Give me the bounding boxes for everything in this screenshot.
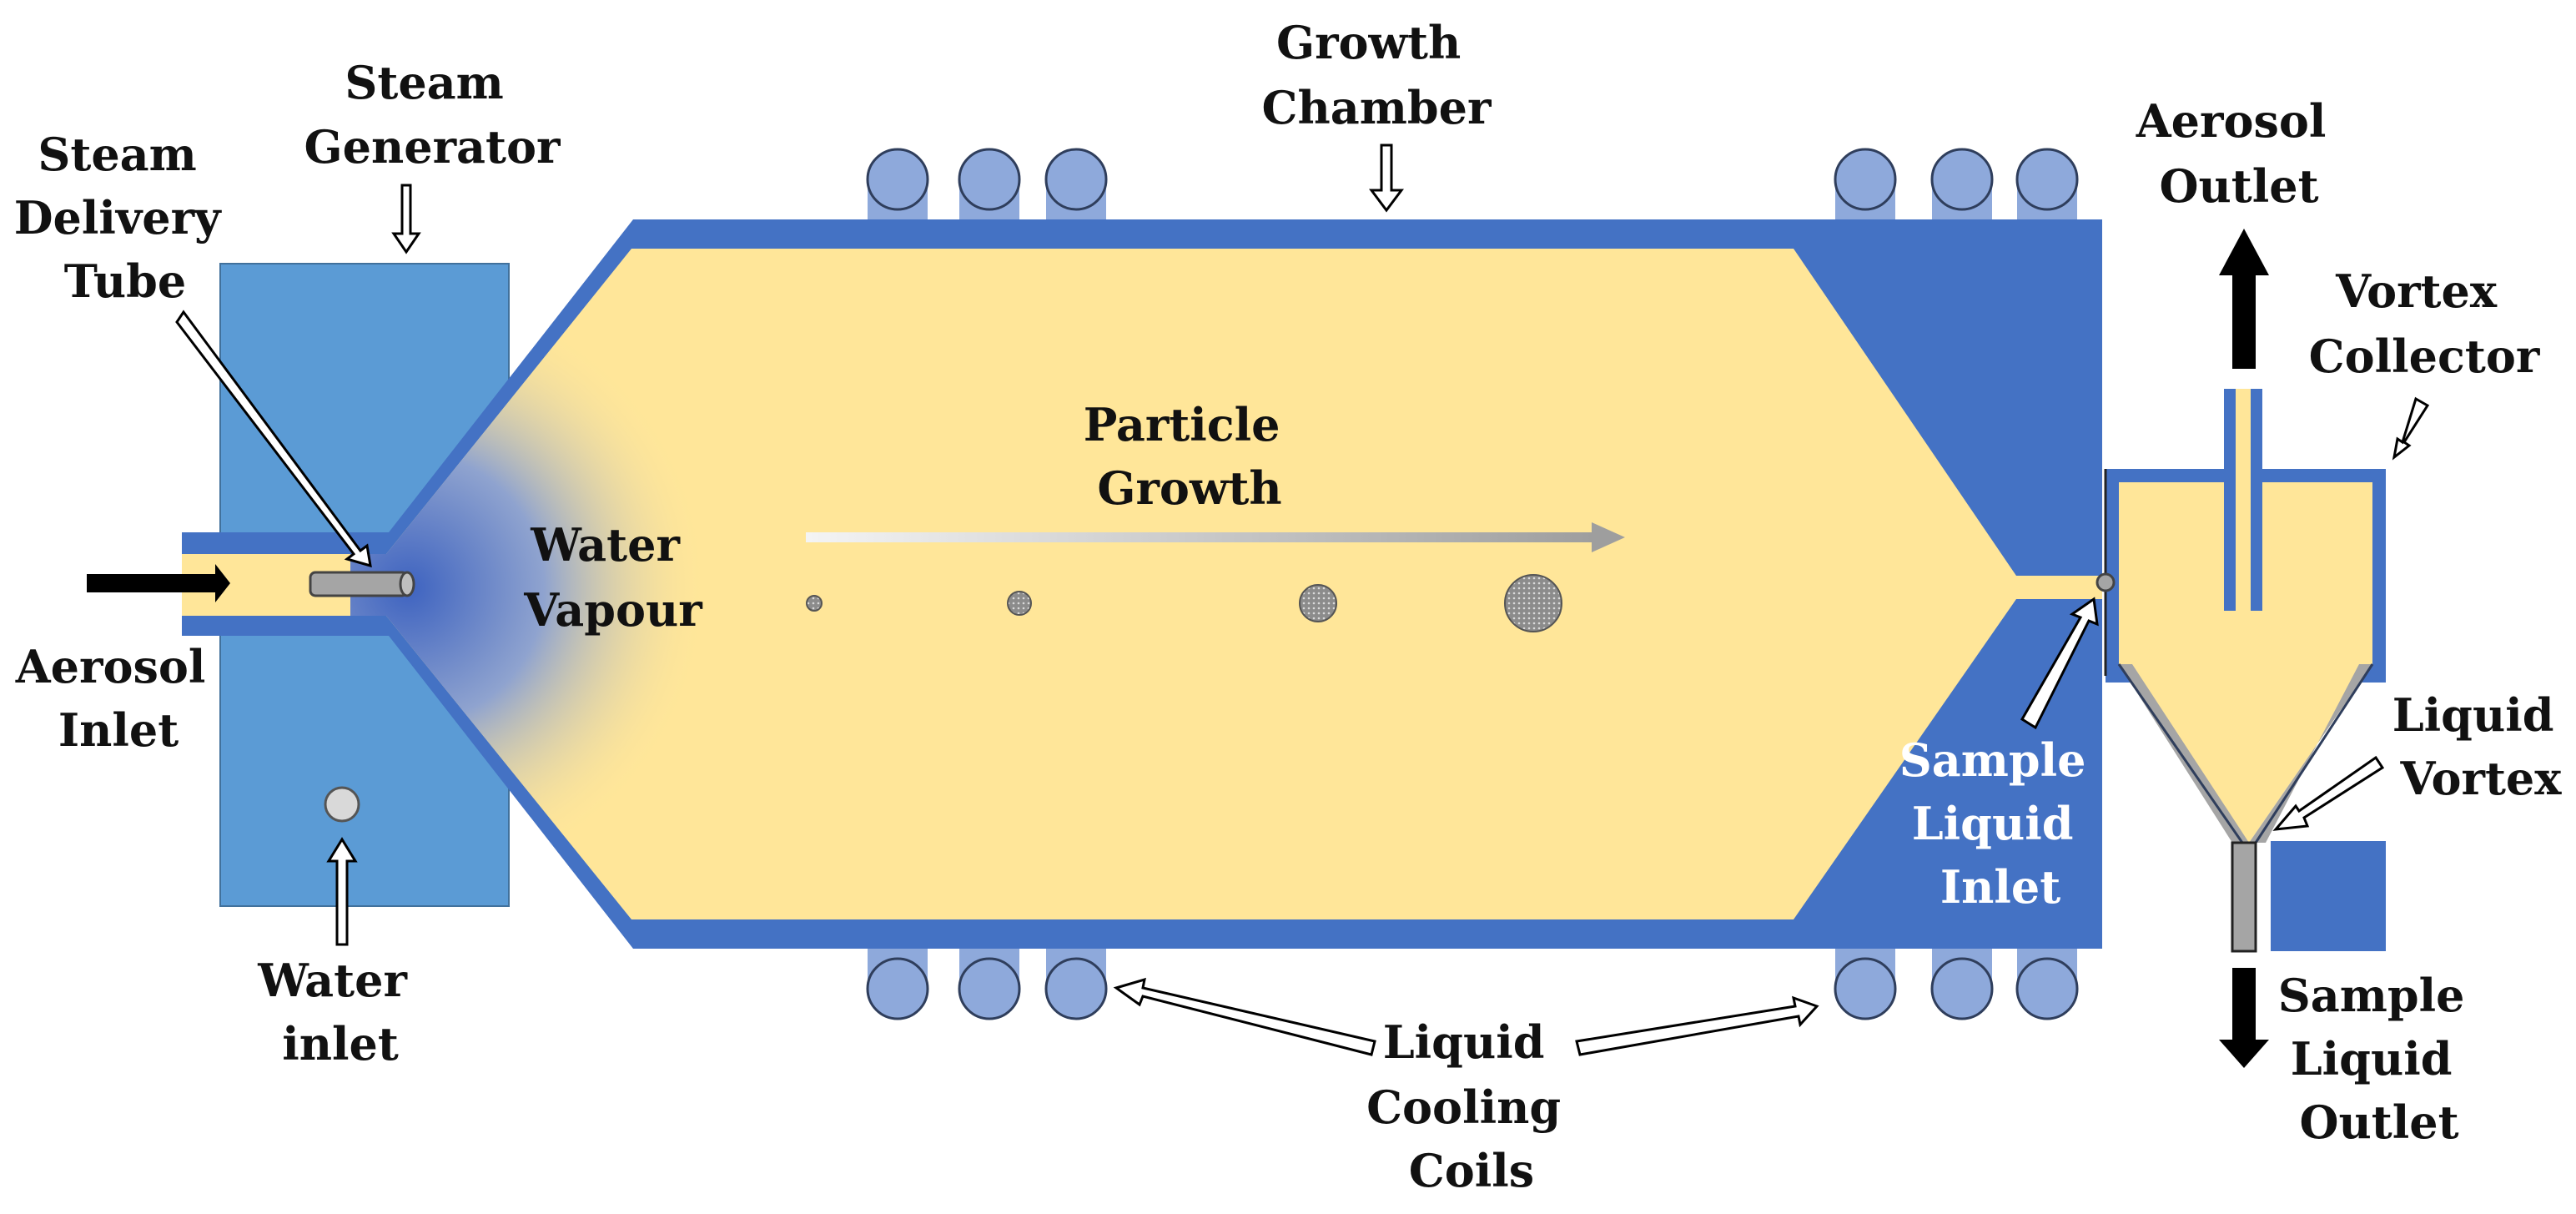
cooling-coils-bottom <box>866 939 2079 1020</box>
particle-growth-arrow <box>806 532 1595 542</box>
steam-generator-pointer <box>391 184 421 254</box>
sample-liquid-outlet-arrow <box>2219 968 2269 1068</box>
liquid-vortex-right <box>2249 664 2372 843</box>
steam-delivery-tube <box>309 571 409 597</box>
cooling-coil-pointer-left <box>1113 977 1376 1056</box>
liquid-vortex-pointer <box>2272 755 2385 831</box>
label-steam-generator: Steam Generator <box>304 56 561 174</box>
label-growth-chamber: Growth Chamber <box>1262 16 1492 134</box>
sample-liquid-inlet-pointer <box>2020 597 2099 730</box>
label-particle-growth: Particle Growth <box>1084 398 1296 515</box>
aerosol-outlet-arrow <box>2219 229 2269 369</box>
particles <box>806 574 1562 632</box>
label-sample-liquid-inlet: Sample Liquid Inlet <box>1899 733 2102 914</box>
water-inlet-port <box>324 786 360 823</box>
particle-2 <box>1007 591 1032 616</box>
liquid-vortex-left <box>2119 664 2249 843</box>
water-inlet-pointer <box>326 837 358 946</box>
steam-delivery-pointer <box>175 310 372 568</box>
label-vortex-collector: Vortex Collector <box>2309 264 2540 383</box>
sample-liquid-inlet-port <box>2096 572 2116 592</box>
label-sample-liquid-outlet: Sample Liquid Outlet <box>2278 969 2481 1149</box>
label-aerosol-outlet: Aerosol Outlet <box>2136 94 2342 213</box>
sample-outlet-tube <box>2231 841 2257 953</box>
aerosol-inlet-arrow <box>87 564 230 602</box>
label-steam-delivery-tube: Steam Delivery Tube <box>14 128 237 308</box>
particle-1 <box>806 595 823 612</box>
label-aerosol-inlet: Aerosol Inlet <box>15 640 221 757</box>
particle-3 <box>1299 584 1337 622</box>
vortex-collector-pointer <box>2392 396 2430 461</box>
vortex-cone-fill <box>2119 664 2372 843</box>
label-water-inlet: Water inlet <box>257 954 423 1070</box>
label-liquid-vortex: Liquid Vortex <box>2392 688 2570 805</box>
label-water-vapour: Water Vapour <box>523 518 702 637</box>
growth-chamber-pointer <box>1369 144 1404 213</box>
cooling-coil-pointer-right <box>1575 995 1819 1056</box>
sample-outlet-block <box>2271 841 2386 951</box>
cooling-coils-top <box>866 148 2079 229</box>
label-liquid-cooling-coils: Liquid Cooling Coils <box>1366 1015 1577 1197</box>
particle-4 <box>1504 574 1562 632</box>
